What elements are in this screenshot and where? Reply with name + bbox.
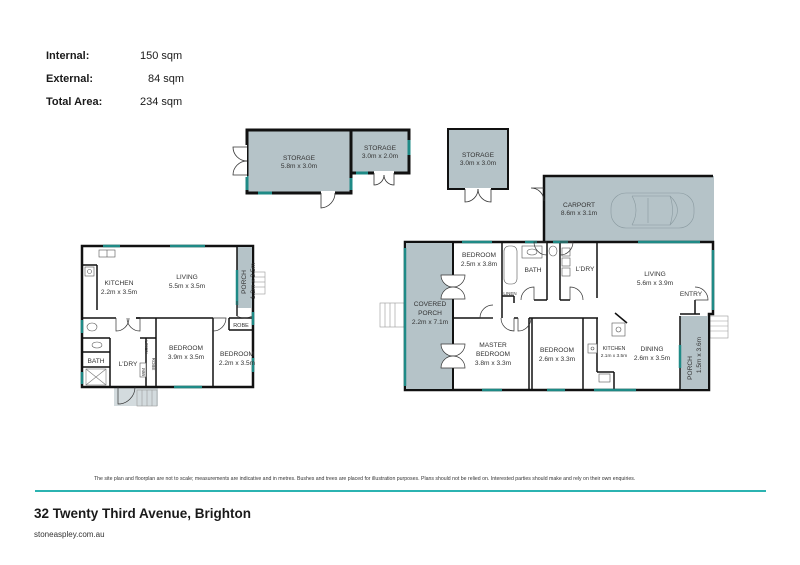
double-door-icon bbox=[464, 188, 492, 203]
room-name: LINEN bbox=[503, 291, 516, 296]
laundry-tub-icon bbox=[561, 247, 571, 277]
sink-icon bbox=[598, 373, 611, 383]
toilet-icon bbox=[548, 245, 558, 257]
room-name: LIVING bbox=[176, 274, 198, 281]
area-label: External: bbox=[46, 72, 94, 85]
room-name: KITCHEN bbox=[603, 346, 626, 352]
room-name: ENTRY bbox=[680, 291, 703, 298]
room-name: PORCH bbox=[418, 310, 442, 317]
room-name: COVERED bbox=[414, 301, 447, 308]
storage-shed-large: STORAGE 5.8m x 3.0m STORAGE 3.0m x 2.0m bbox=[232, 128, 411, 209]
area-total: Total Area: 234 sqm bbox=[46, 90, 200, 113]
room-name: LINEN bbox=[144, 340, 149, 353]
wardrobe-door-icon bbox=[440, 274, 466, 369]
website-link[interactable]: stoneaspley.com.au bbox=[34, 530, 105, 539]
room-size: 2.2m x 7.1m bbox=[412, 319, 449, 326]
area-value: 234 sqm bbox=[140, 95, 183, 108]
area-label: Internal: bbox=[46, 49, 90, 62]
room-size: 2.5m x 3.8m bbox=[461, 261, 498, 268]
main-house: COVERED PORCH 2.2m x 7.1m BEDROOM 2.5m x… bbox=[379, 240, 729, 392]
room-name: L'DRY bbox=[119, 361, 138, 368]
room-name: BEDROOM bbox=[462, 252, 496, 259]
basin-icon bbox=[521, 245, 543, 259]
double-door-icon bbox=[373, 171, 395, 186]
room-size: 3.0m x 2.0m bbox=[362, 153, 399, 160]
toilet-icon bbox=[86, 322, 98, 332]
room-size: 1.2m x 3.5m bbox=[250, 262, 257, 299]
double-door-icon bbox=[232, 145, 248, 177]
room-name: STORAGE bbox=[462, 152, 495, 159]
room-name: ROBE bbox=[151, 358, 156, 371]
room-name: BATH bbox=[524, 267, 541, 274]
granny-flat: KITCHEN 2.2m x 3.5m LIVING 5.5m x 3.5m P… bbox=[80, 244, 266, 407]
room-name: KITCHEN bbox=[105, 280, 134, 287]
room-name: STORAGE bbox=[283, 155, 316, 162]
stairs-icon bbox=[252, 271, 266, 295]
floorplan: STORAGE 5.8m x 3.0m STORAGE 3.0m x 2.0m … bbox=[80, 128, 729, 407]
stairs-icon bbox=[136, 389, 158, 407]
shower-icon bbox=[85, 368, 107, 386]
room-size: 5.8m x 3.0m bbox=[281, 163, 318, 170]
room-name: BEDROOM bbox=[220, 351, 254, 358]
room-name: ROBE bbox=[233, 323, 249, 329]
property-address: 32 Twenty Third Avenue, Brighton bbox=[34, 506, 252, 521]
room-name: STORAGE bbox=[364, 145, 397, 152]
room-size: 2.2m x 3.5m bbox=[219, 360, 256, 367]
room-size: 5.5m x 3.5m bbox=[169, 283, 206, 290]
room-size: 8.6m x 3.1m bbox=[561, 210, 598, 217]
room-size: 3.0m x 3.0m bbox=[460, 160, 497, 167]
room-size: 2.6m x 3.5m bbox=[634, 355, 671, 362]
room-size: 3.9m x 3.5m bbox=[168, 354, 205, 361]
room-name: LIVING bbox=[644, 271, 666, 278]
room-size: 3.8m x 3.3m bbox=[475, 360, 512, 367]
room-size: 5.6m x 3.9m bbox=[637, 280, 674, 287]
divider bbox=[35, 490, 766, 492]
sink-icon bbox=[98, 249, 116, 258]
area-value: 84 sqm bbox=[148, 72, 185, 85]
room-name: MASTER bbox=[479, 342, 507, 349]
room-name: BEDROOM bbox=[169, 345, 203, 352]
room-name: PORCH bbox=[241, 270, 248, 294]
room-name: CARPORT bbox=[563, 202, 595, 209]
area-internal: Internal: 150 sqm bbox=[46, 44, 200, 67]
door-icon bbox=[530, 187, 545, 202]
storage-shed-small: STORAGE 3.0m x 3.0m bbox=[447, 128, 509, 203]
area-external: External: 84 sqm bbox=[46, 67, 200, 90]
area-value: 150 sqm bbox=[140, 49, 183, 62]
stairs-icon bbox=[709, 315, 729, 339]
cooktop-icon bbox=[587, 343, 598, 354]
stove-icon bbox=[611, 322, 626, 337]
room-name: BEDROOM bbox=[476, 351, 510, 358]
bathtub-icon bbox=[503, 245, 518, 285]
stairs-icon bbox=[379, 302, 405, 328]
room-name: BEDROOM bbox=[540, 347, 574, 354]
disclaimer: The site plan and floorplan are not to s… bbox=[94, 476, 636, 482]
area-label: Total Area: bbox=[46, 95, 103, 108]
stove-icon bbox=[84, 266, 95, 277]
washing-machine-icon bbox=[139, 362, 147, 378]
room-size: 2.6m x 3.3m bbox=[539, 356, 576, 363]
door-icon bbox=[320, 191, 336, 209]
room-name: DINING bbox=[640, 346, 663, 353]
area-summary: Internal: 150 sqm External: 84 sqm Total… bbox=[46, 44, 200, 113]
room-size: 2.2m x 3.5m bbox=[101, 289, 138, 296]
room-name: BATH bbox=[87, 358, 104, 365]
room-name: L'DRY bbox=[576, 266, 595, 273]
room-name: WM bbox=[141, 368, 146, 376]
carport: CARPORT 8.6m x 3.1m bbox=[530, 174, 714, 242]
car-icon bbox=[610, 192, 695, 229]
room-name: PORCH bbox=[687, 356, 694, 380]
room-size: 1.5m x 3.6m bbox=[696, 336, 703, 373]
basin-icon bbox=[91, 341, 103, 349]
room-size: 2.1m x 3.5m bbox=[601, 353, 627, 359]
